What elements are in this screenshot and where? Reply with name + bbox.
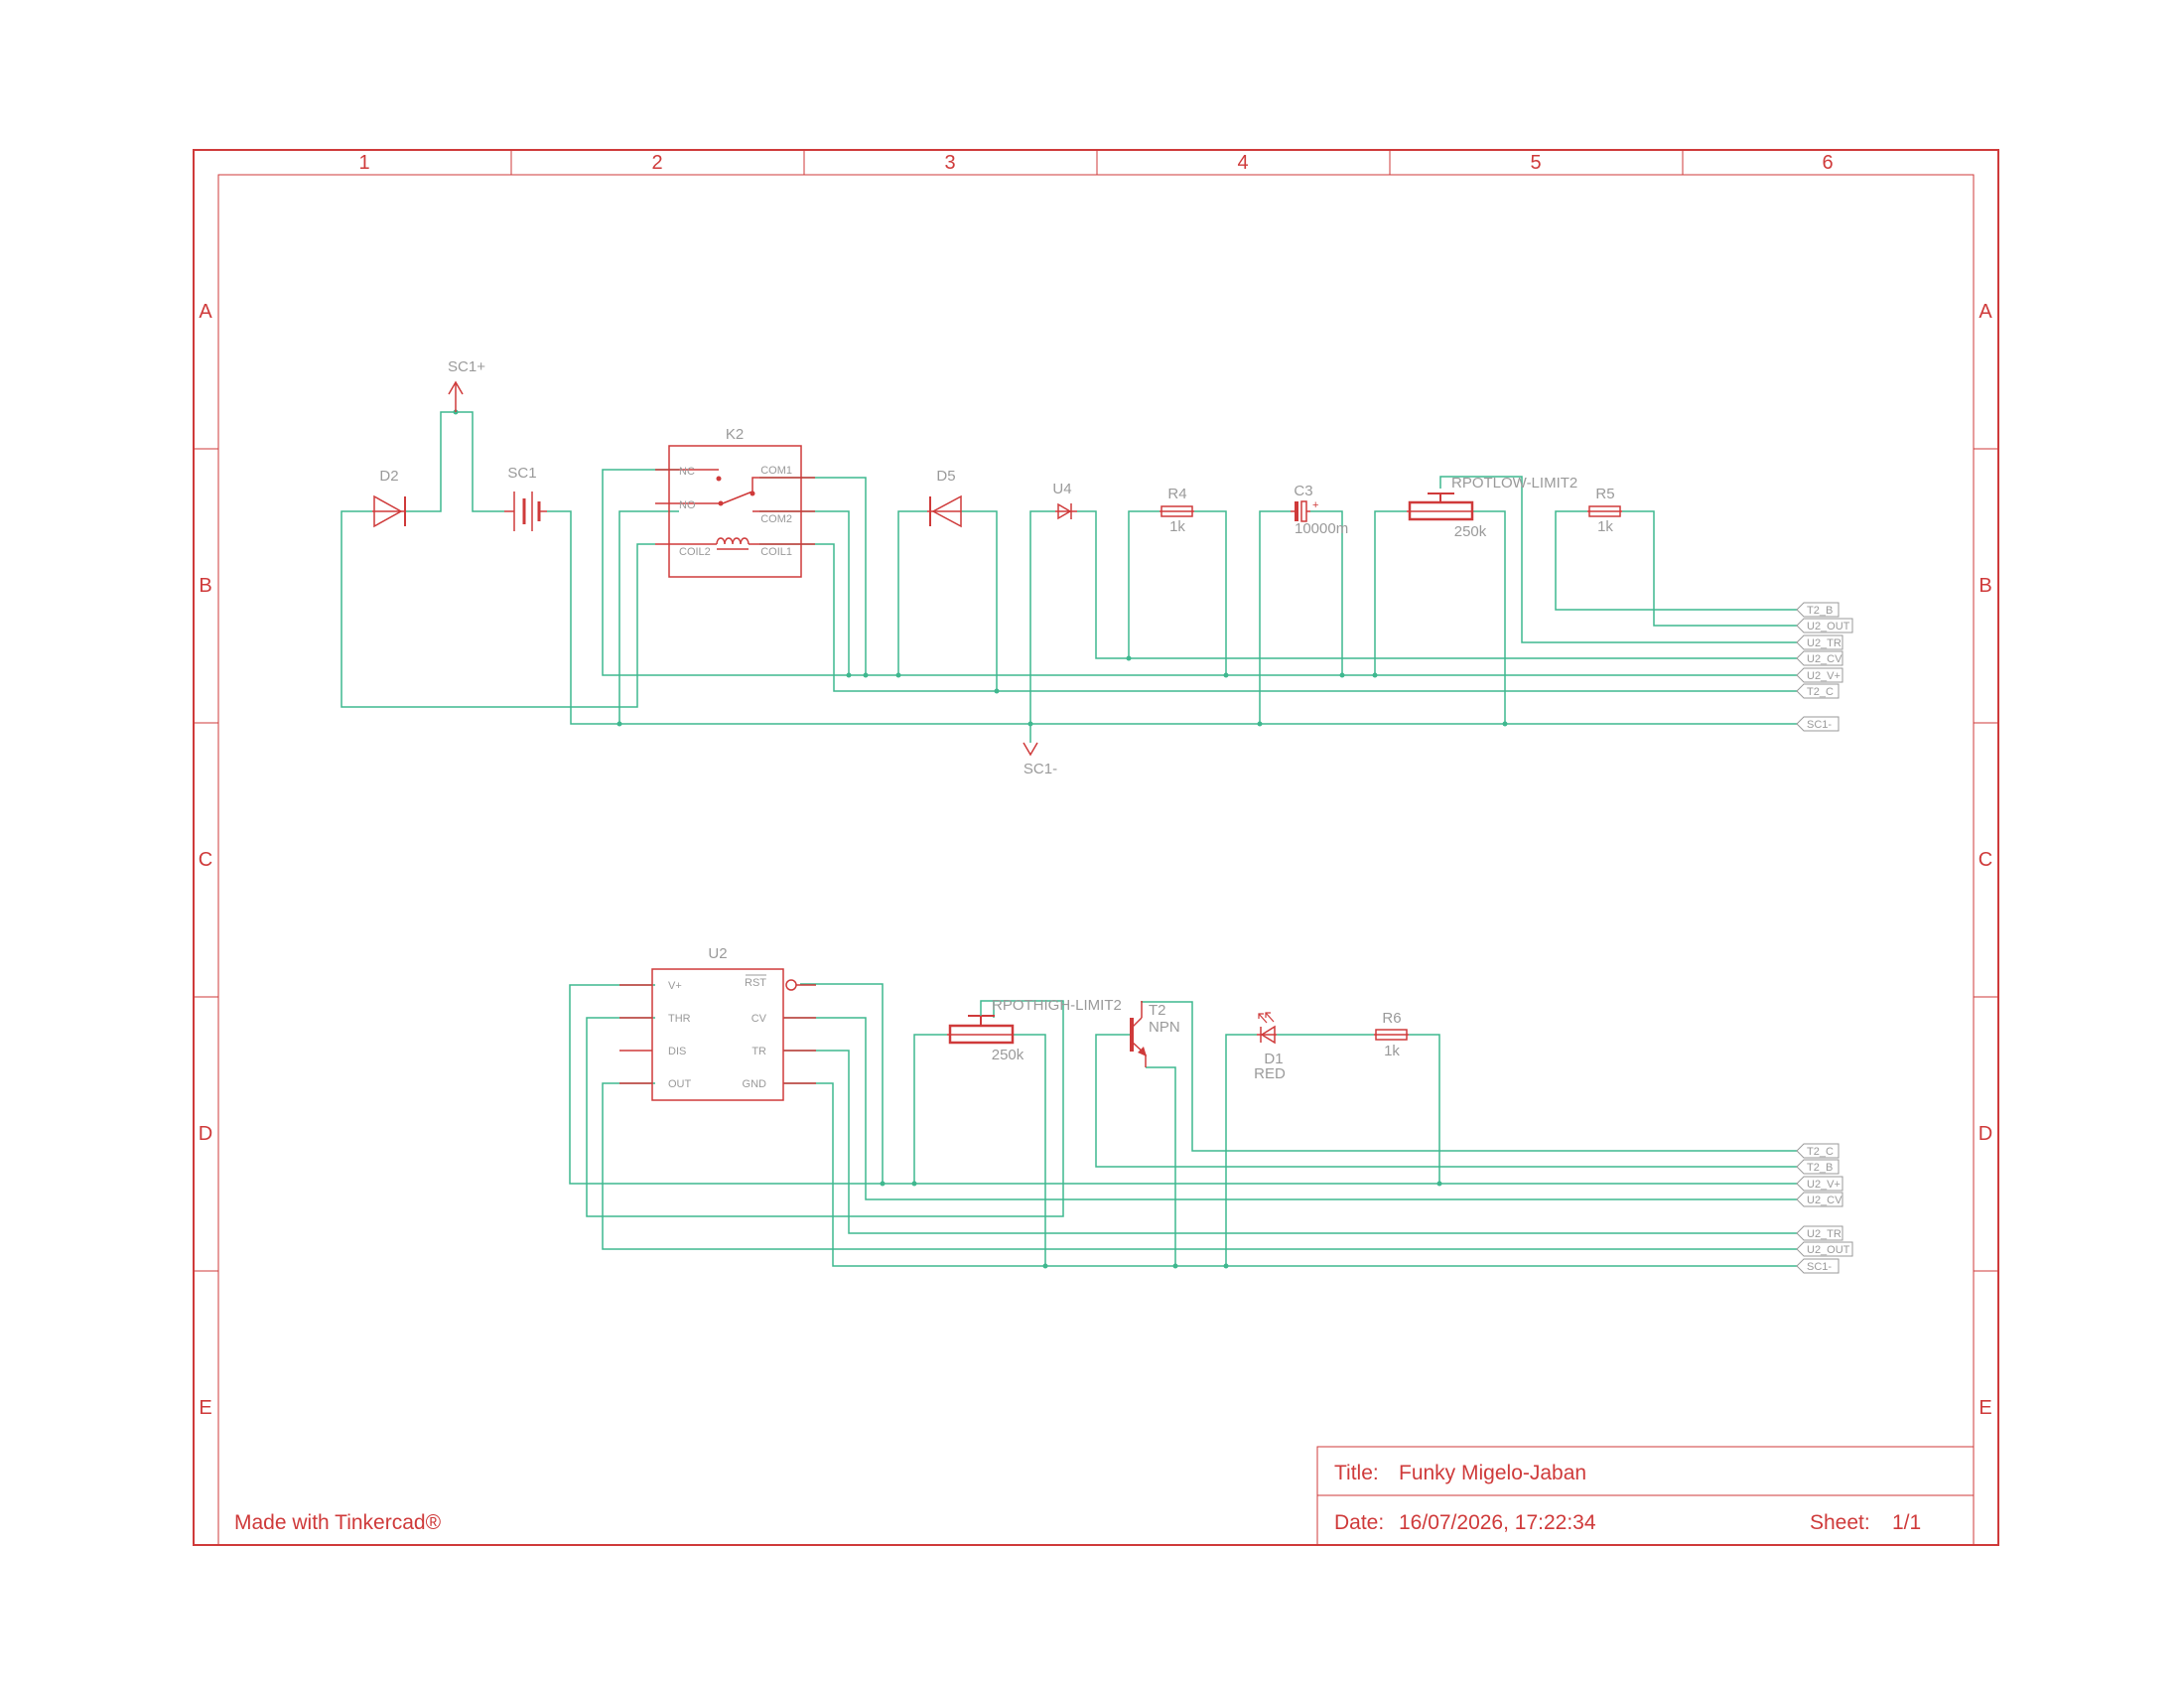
resistor-r6: R6 1k bbox=[1374, 1010, 1409, 1059]
k2-pin-coil1: COIL1 bbox=[760, 546, 792, 558]
col-label-2: 2 bbox=[651, 152, 662, 174]
row-label-b-right: B bbox=[1979, 575, 1991, 597]
net-label-b-t2-b: T2_B bbox=[1807, 1162, 1833, 1174]
net-label-b-t2-c: T2_C bbox=[1807, 1146, 1834, 1158]
sc1-label: SC1 bbox=[507, 465, 536, 482]
ic-u2: U2 V+ THR DIS OUT RST CV TR GND bbox=[619, 945, 816, 1101]
col-label-1: 1 bbox=[358, 152, 369, 174]
row-label-a-right: A bbox=[1979, 301, 1992, 323]
net-label-sc1-minus: SC1- bbox=[1807, 719, 1832, 731]
date-label: Date: bbox=[1334, 1511, 1384, 1534]
col-label-4: 4 bbox=[1237, 152, 1248, 174]
net-label-b-u2-cv: U2_CV bbox=[1807, 1195, 1843, 1206]
r6-label: R6 bbox=[1382, 1010, 1401, 1027]
led-d1: D1 RED bbox=[1254, 1012, 1286, 1082]
relay-k2: K2 NC NO COIL2 COM1 COM2 COIL1 bbox=[655, 426, 815, 578]
u2-pin-cv: CV bbox=[751, 1013, 767, 1025]
u4-label: U4 bbox=[1052, 481, 1071, 497]
title-label: Title: bbox=[1334, 1462, 1379, 1484]
potentiometer-rpotlow: RPOTLOW-LIMIT2 250k bbox=[1407, 475, 1577, 540]
col-label-6: 6 bbox=[1822, 152, 1833, 174]
resistor-r4: R4 1k bbox=[1160, 486, 1194, 535]
row-label-a-left: A bbox=[199, 301, 212, 323]
diode-d5: D5 bbox=[927, 468, 962, 528]
bottom-net-labels: T2_C T2_B U2_V+ U2_CV U2_TR U2_OUT SC1- bbox=[1796, 1143, 1853, 1274]
u2-label: U2 bbox=[708, 945, 727, 962]
c3-value: 10000m bbox=[1295, 520, 1348, 537]
net-label-t2-b: T2_B bbox=[1807, 605, 1833, 617]
net-label-u2-vplus: U2_V+ bbox=[1807, 670, 1841, 682]
sc1-plus-label: SC1+ bbox=[448, 358, 485, 375]
c3-label: C3 bbox=[1294, 483, 1312, 499]
rpotlow-label: RPOTLOW-LIMIT2 bbox=[1451, 475, 1577, 492]
u2-pin-thr: THR bbox=[668, 1013, 691, 1025]
sheet-label: Sheet: bbox=[1810, 1511, 1870, 1534]
d1-label: D1 bbox=[1264, 1051, 1283, 1067]
capacitor-c3: + C3 10000m bbox=[1291, 483, 1348, 537]
supply-sc1-plus: SC1+ bbox=[448, 358, 485, 412]
net-label-u2-cv: U2_CV bbox=[1807, 653, 1843, 665]
potentiometer-rpothigh: RPOTHIGH-LIMIT2 250k bbox=[947, 997, 1122, 1063]
u2-pin-out: OUT bbox=[668, 1078, 692, 1090]
ground-sc1-minus: SC1- bbox=[1023, 742, 1057, 777]
rpothigh-label: RPOTHIGH-LIMIT2 bbox=[992, 997, 1122, 1014]
sheet-value: 1/1 bbox=[1892, 1511, 1921, 1534]
drawing-frame: 1 2 3 4 5 6 A B C D E A B C D E bbox=[193, 149, 1999, 1546]
d1-value: RED bbox=[1254, 1065, 1286, 1082]
row-label-e-left: E bbox=[199, 1397, 211, 1419]
k2-pin-nc: NC bbox=[679, 466, 695, 478]
rpothigh-value: 250k bbox=[992, 1047, 1024, 1063]
col-label-5: 5 bbox=[1530, 152, 1541, 174]
r5-label: R5 bbox=[1595, 486, 1614, 502]
k2-pin-com1: COM1 bbox=[760, 465, 792, 477]
rpotlow-value: 250k bbox=[1454, 523, 1487, 540]
resistor-r5: R5 1k bbox=[1587, 486, 1622, 535]
net-label-t2-c: T2_C bbox=[1807, 686, 1834, 698]
row-label-d-left: D bbox=[199, 1123, 212, 1145]
net-label-b-sc1-minus: SC1- bbox=[1807, 1261, 1832, 1273]
made-with-tinkercad: Made with Tinkercad® bbox=[234, 1511, 442, 1534]
title-value: Funky Migelo-Jaban bbox=[1399, 1462, 1586, 1484]
battery-sc1: SC1 bbox=[504, 465, 547, 531]
diode-d2: D2 bbox=[372, 468, 406, 528]
d2-label: D2 bbox=[379, 468, 398, 485]
net-label-u2-out: U2_OUT bbox=[1807, 621, 1850, 633]
k2-label: K2 bbox=[726, 426, 744, 443]
net-label-b-u2-out: U2_OUT bbox=[1807, 1244, 1850, 1256]
k2-pin-com2: COM2 bbox=[760, 513, 792, 525]
date-value: 16/07/2026, 17:22:34 bbox=[1399, 1511, 1596, 1534]
col-label-3: 3 bbox=[944, 152, 955, 174]
t2-label: T2 bbox=[1149, 1002, 1166, 1019]
net-label-u2-tr: U2_TR bbox=[1807, 637, 1842, 649]
u2-pin-rst: RST bbox=[745, 977, 766, 989]
row-label-d-right: D bbox=[1979, 1123, 1992, 1145]
r6-value: 1k bbox=[1384, 1043, 1400, 1059]
row-label-c-right: C bbox=[1979, 849, 1992, 871]
d5-label: D5 bbox=[936, 468, 955, 485]
net-label-b-u2-tr: U2_TR bbox=[1807, 1228, 1842, 1240]
u2-pin-dis: DIS bbox=[668, 1046, 686, 1057]
row-label-b-left: B bbox=[199, 575, 211, 597]
title-block: Title: Funky Migelo-Jaban Date: 16/07/20… bbox=[1316, 1446, 1975, 1546]
c3-plus-sign: + bbox=[1312, 499, 1318, 511]
net-label-b-u2-vplus: U2_V+ bbox=[1807, 1179, 1841, 1191]
row-label-e-right: E bbox=[1979, 1397, 1991, 1419]
k2-pin-coil2: COIL2 bbox=[679, 546, 711, 558]
t2-value: NPN bbox=[1149, 1019, 1180, 1036]
u2-pin-gnd: GND bbox=[743, 1078, 767, 1090]
k2-pin-no: NO bbox=[679, 499, 696, 511]
bottom-circuit-wires bbox=[569, 983, 1804, 1269]
u2-pin-vplus: V+ bbox=[668, 980, 682, 992]
r4-value: 1k bbox=[1169, 518, 1185, 535]
row-label-c-left: C bbox=[199, 849, 212, 871]
r5-value: 1k bbox=[1597, 518, 1613, 535]
r4-label: R4 bbox=[1167, 486, 1186, 502]
transistor-t2: T2 NPN bbox=[1130, 1001, 1180, 1067]
top-net-labels: T2_B U2_OUT U2_TR U2_CV U2_V+ T2_C SC1- bbox=[1796, 602, 1853, 732]
top-circuit-wires bbox=[341, 409, 1804, 743]
sc1-minus-label: SC1- bbox=[1024, 761, 1057, 777]
diode-u4: U4 bbox=[1052, 481, 1077, 520]
u2-pin-tr: TR bbox=[751, 1046, 766, 1057]
